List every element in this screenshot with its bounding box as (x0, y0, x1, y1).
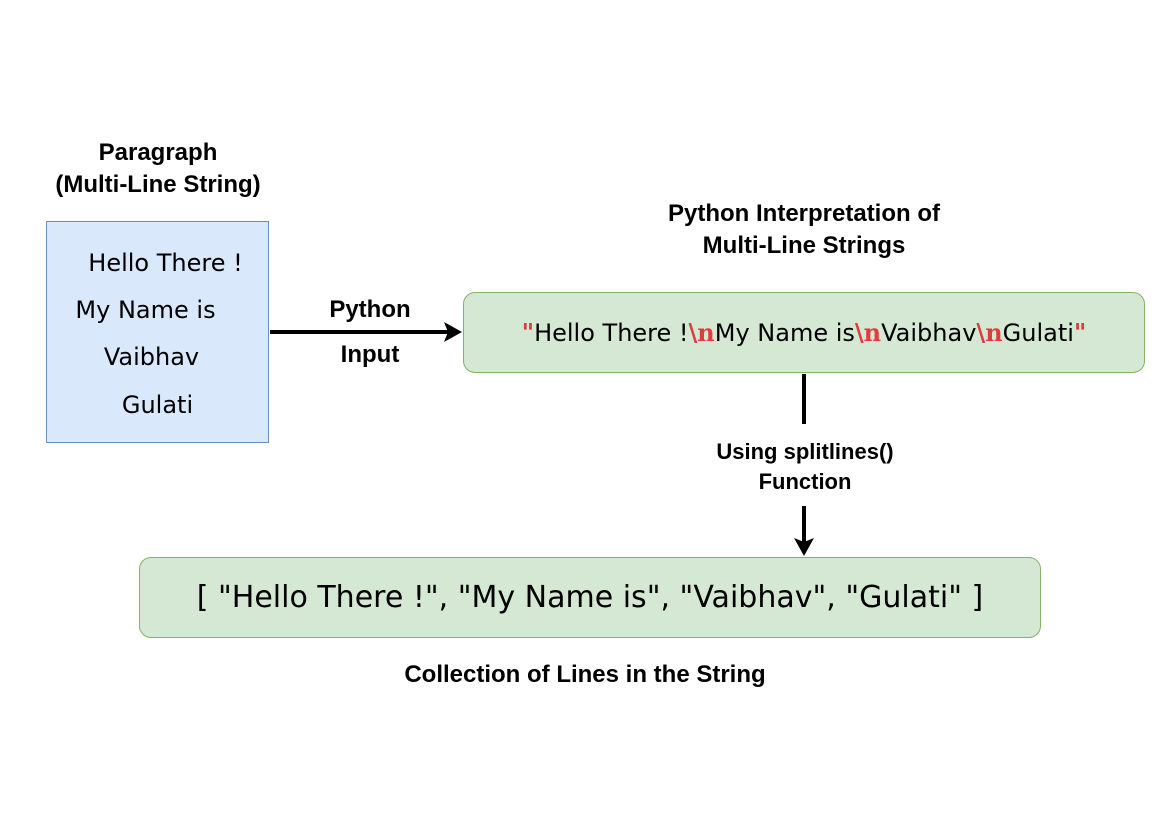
paragraph-title-line2: (Multi-Line String) (55, 171, 261, 199)
function-label: Using splitlines() Function (680, 437, 930, 496)
string-part: Vaibhav (881, 318, 977, 347)
result-list-text: [ "Hello There !", "My Name is", "Vaibha… (196, 580, 984, 615)
function-label-line1: Using splitlines() (716, 439, 894, 464)
close-quote: " (1073, 318, 1087, 347)
paragraph-title-line1: Paragraph (98, 139, 218, 166)
string-part: My Name is (714, 318, 855, 347)
string-part: Gulati (1002, 318, 1074, 347)
paragraph-line: Gulati (121, 391, 194, 419)
interpretation-title-line2: Multi-Line Strings (702, 232, 906, 260)
result-caption: Collection of Lines in the String (404, 661, 766, 688)
python-label: Python (329, 296, 411, 323)
paragraph-line: Vaibhav (103, 343, 200, 371)
paragraph-line: My Name is (75, 296, 216, 324)
interpretation-title: Python Interpretation of Multi-Line Stri… (604, 198, 1004, 263)
newline-escape: \n (976, 318, 1003, 347)
splitlines-arrow-lower (794, 506, 814, 556)
newline-escape: \n (854, 318, 882, 347)
paragraph-title: Paragraph (Multi-Line String) (20, 137, 296, 202)
interpretation-title-line1: Python Interpretation of (668, 200, 940, 227)
result-box: [ "Hello There !", "My Name is", "Vaibha… (139, 557, 1041, 638)
paragraph-line: Hello There ! (88, 249, 243, 277)
newline-escape: \n (688, 318, 715, 347)
paragraph-box: Hello There ! My Name is Vaibhav Gulati (46, 221, 269, 443)
function-label-line2: Function (758, 468, 852, 494)
string-part: Hello There ! (534, 318, 689, 347)
python-input-arrow (270, 322, 462, 342)
input-label: Input (340, 341, 400, 368)
open-quote: " (521, 318, 535, 347)
interpretation-box: " Hello There ! \n My Name is \n Vaibhav… (463, 292, 1145, 373)
